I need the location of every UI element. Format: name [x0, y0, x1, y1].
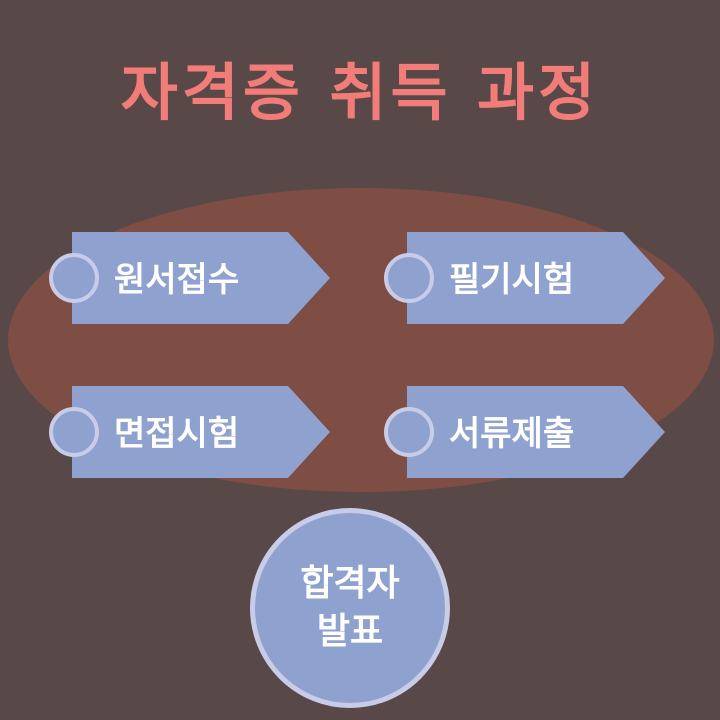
arrow-shape [384, 232, 665, 324]
step-written-exam: 필기시험 [383, 232, 673, 328]
page-title: 자격증 취득 과정 [120, 56, 600, 129]
bullet-circle-icon [384, 253, 434, 303]
result-circle: 합격자 발표 [250, 508, 450, 708]
step-label: 원서접수 [114, 260, 240, 300]
bullet-circle-icon [49, 253, 99, 303]
step-label: 필기시험 [449, 260, 575, 300]
step-application: 원서접수 [48, 232, 338, 328]
arrow-shape [384, 386, 665, 478]
bullet-circle-icon [49, 407, 99, 457]
bullet-circle-icon [384, 407, 434, 457]
arrow-shape [49, 232, 330, 324]
arrow-shape [49, 386, 330, 478]
step-label: 서류제출 [449, 414, 575, 454]
step-interview: 면접시험 [48, 386, 338, 482]
result-line-2: 발표 [316, 611, 384, 652]
result-line-1: 합격자 [300, 563, 400, 604]
step-documents: 서류제출 [383, 386, 673, 482]
step-label: 면접시험 [114, 414, 240, 454]
